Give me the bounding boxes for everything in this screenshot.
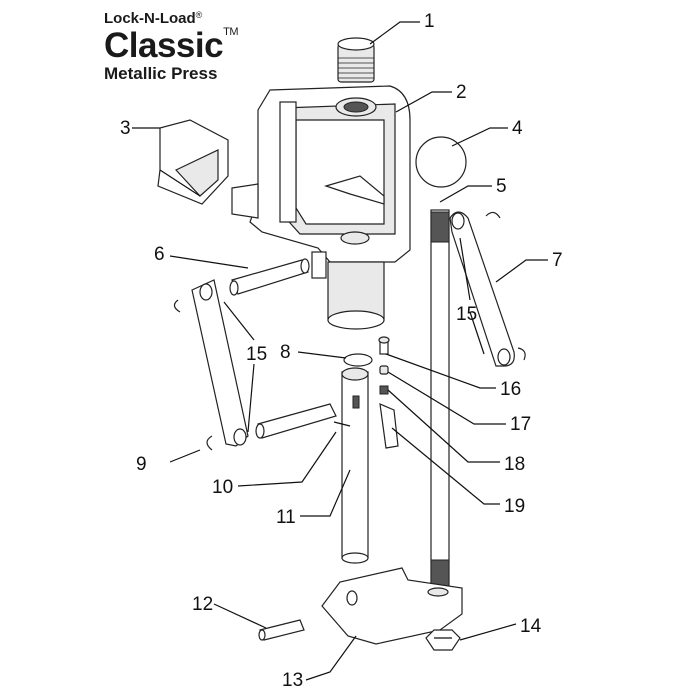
part-9-clip (206, 435, 213, 451)
part-6-pin (229, 258, 310, 296)
callout-8: 8 (280, 342, 291, 363)
part-5-threaded-column (430, 209, 450, 591)
callout-2: 2 (456, 82, 467, 103)
product-name: ClassicTM (104, 26, 238, 65)
callout-10: 10 (212, 477, 233, 498)
callout-15-right: 15 (456, 304, 477, 325)
part-19-block (379, 403, 399, 449)
part-3-primer-cup (157, 119, 229, 205)
callout-6: 6 (154, 244, 165, 265)
callout-18: 18 (504, 454, 525, 475)
part-14-nut (425, 629, 461, 651)
part-link-arm-left (173, 279, 249, 447)
part-4-ball (415, 136, 467, 188)
part-16-screw (378, 336, 390, 355)
callout-13: 13 (282, 670, 303, 691)
part-18-ball-detent (379, 385, 389, 395)
part-13-base (321, 567, 463, 645)
part-10-small-pin (333, 421, 351, 427)
part-8-clip (343, 353, 373, 367)
callout-17: 17 (510, 414, 531, 435)
part-17-spring (379, 365, 389, 375)
callout-15-left: 15 (246, 344, 267, 365)
callout-7: 7 (552, 250, 563, 271)
callout-labels: 1 2 3 4 5 6 7 8 9 10 11 12 13 14 15 15 1… (120, 11, 563, 691)
product-subtitle: Metallic Press (104, 64, 218, 83)
part-7-link-arm-right (449, 211, 526, 367)
callout-1: 1 (424, 11, 435, 32)
brand-name: Lock-N-Load® (104, 10, 203, 27)
callout-3: 3 (120, 118, 131, 139)
part-1-bushing (337, 37, 375, 83)
callout-19: 19 (504, 496, 525, 517)
leader-lines (132, 21, 548, 681)
callout-9: 9 (136, 454, 147, 475)
callout-4: 4 (512, 118, 523, 139)
callout-16: 16 (500, 379, 521, 400)
part-pin-lower (255, 403, 337, 439)
callout-11: 11 (276, 507, 296, 528)
callout-14: 14 (520, 616, 542, 637)
part-11-ram (341, 367, 369, 564)
part-2-press-frame (231, 85, 411, 330)
callout-12: 12 (192, 594, 213, 615)
part-12-pin (258, 619, 305, 641)
callout-5: 5 (496, 176, 507, 197)
